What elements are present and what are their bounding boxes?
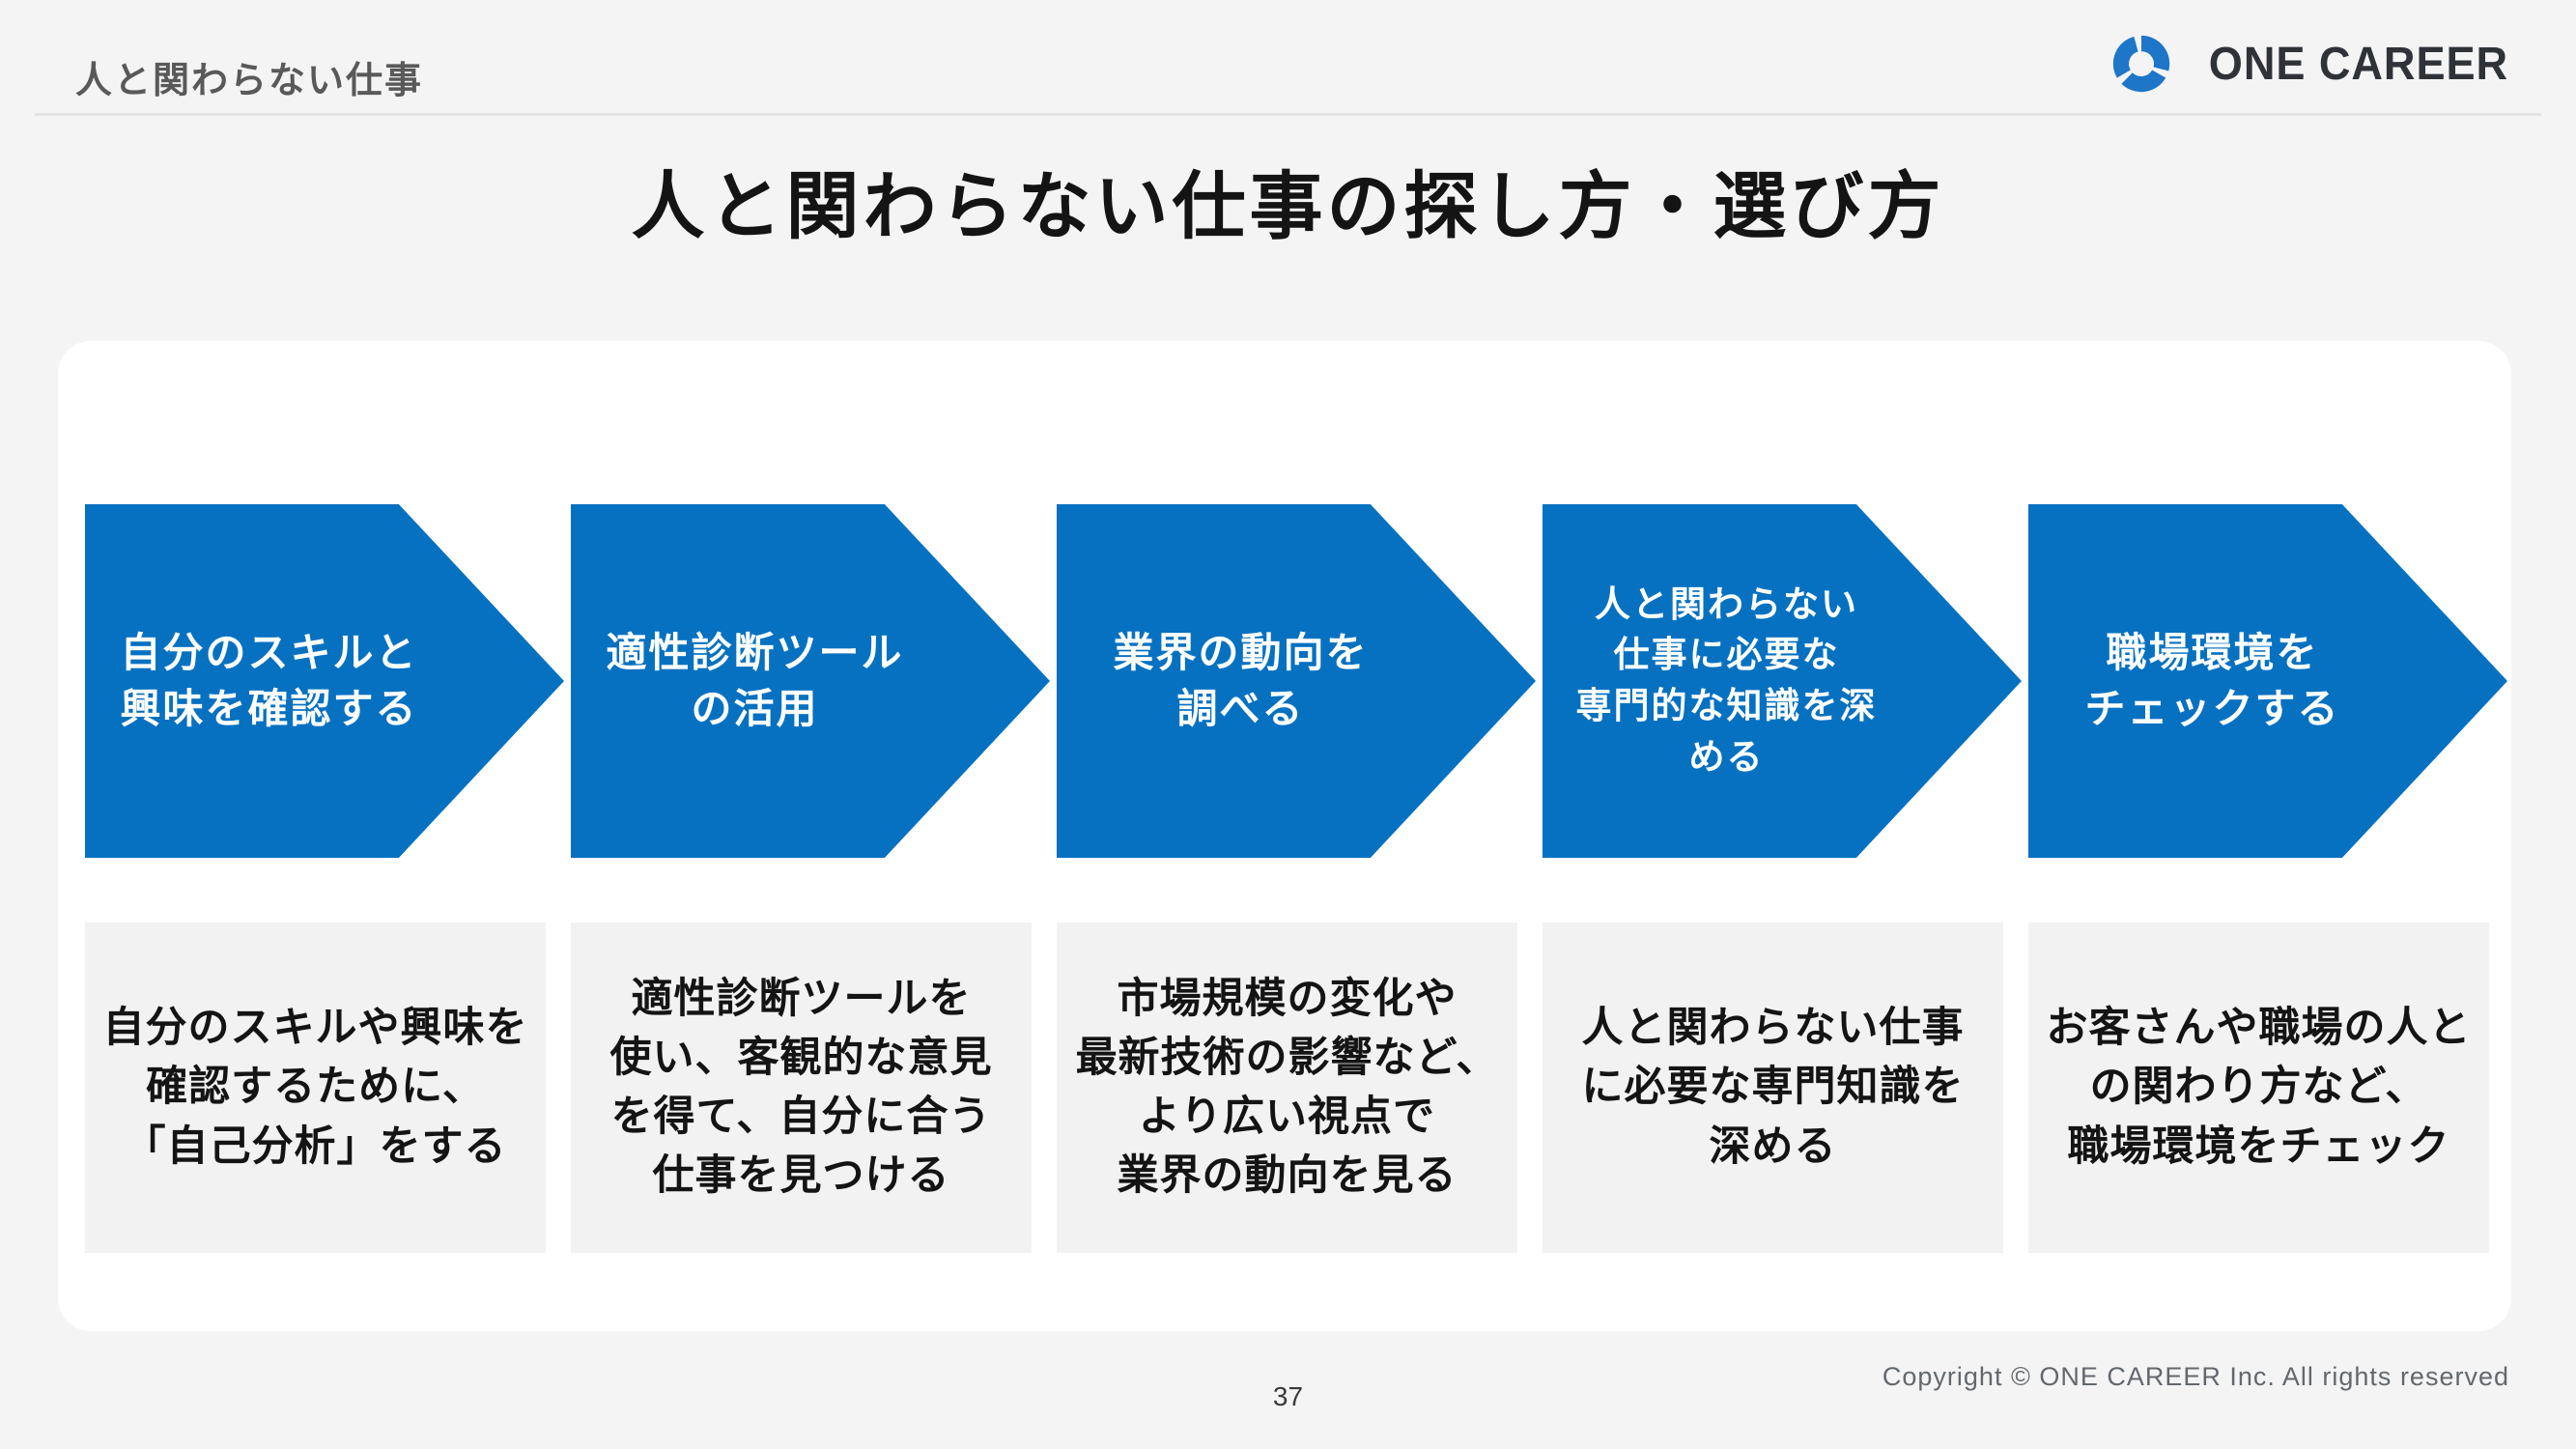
header-divider <box>35 113 2541 116</box>
step-arrow-label: 職場環境を チェックする <box>2084 630 2340 731</box>
step-description-box-4: 人と関わらない仕事 に必要な専門知識を 深める <box>1543 923 2003 1253</box>
step-arrow-label: 業界の動向を 調べる <box>1113 630 1369 731</box>
step-description-box-5: お客さんや職場の人と の関わり方など、 職場環境をチェック <box>2028 923 2489 1253</box>
step-description-text: 適性診断ツールを 使い、客観的な意見 を得て、自分に合う 仕事を見つける <box>609 975 993 1200</box>
step-column-2: 適性診断ツール の活用 適性診断ツールを 使い、客観的な意見 を得て、自分に合う… <box>571 504 1050 1253</box>
step-arrow-label: 自分のスキルと 興味を確認する <box>120 630 418 731</box>
one-career-logo-text: ONE CAREER <box>2208 38 2508 90</box>
one-career-logo-icon <box>2112 35 2170 93</box>
step-arrow-1: 自分のスキルと 興味を確認する <box>85 504 564 858</box>
step-arrow-4: 人と関わらない 仕事に必要な 専門的な知識を深 める <box>1543 504 2022 858</box>
page-number: 37 <box>1272 1381 1304 1411</box>
one-career-logo: ONE CAREER <box>2112 35 2508 93</box>
step-description-text: 人と関わらない仕事 に必要な専門知識を 深める <box>1581 1005 1965 1170</box>
copyright-text: Copyright © ONE CAREER Inc. All rights r… <box>1882 1362 2509 1391</box>
step-description-box-1: 自分のスキルや興味を 確認するために、 「自己分析」をする <box>85 923 546 1253</box>
step-column-4: 人と関わらない 仕事に必要な 専門的な知識を深 める 人と関わらない仕事 に必要… <box>1543 504 2022 1253</box>
header-breadcrumb: 人と関わらない仕事 <box>75 61 424 101</box>
step-column-5: 職場環境を チェックする お客さんや職場の人と の関わり方など、 職場環境をチェ… <box>2028 504 2507 1253</box>
step-description-box-2: 適性診断ツールを 使い、客観的な意見 を得て、自分に合う 仕事を見つける <box>571 923 1032 1253</box>
step-arrow-2: 適性診断ツール の活用 <box>571 504 1050 858</box>
step-arrow-3: 業界の動向を 調べる <box>1057 504 1536 858</box>
step-arrow-5: 職場環境を チェックする <box>2028 504 2507 858</box>
step-description-text: 自分のスキルや興味を 確認するために、 「自己分析」をする <box>102 1005 528 1170</box>
step-description-box-3: 市場規模の変化や 最新技術の影響など、 より広い視点で 業界の動向を見る <box>1057 923 1517 1253</box>
step-description-text: 市場規模の変化や 最新技術の影響など、 より広い視点で 業界の動向を見る <box>1075 975 1499 1200</box>
step-column-1: 自分のスキルと 興味を確認する 自分のスキルや興味を 確認するために、 「自己分… <box>85 504 564 1253</box>
page-title: 人と関わらない仕事の探し方・選び方 <box>631 166 1945 248</box>
process-card: 自分のスキルと 興味を確認する 自分のスキルや興味を 確認するために、 「自己分… <box>58 341 2511 1331</box>
step-description-text: お客さんや職場の人と の関わり方など、 職場環境をチェック <box>2046 1005 2472 1170</box>
step-arrow-label: 人と関わらない 仕事に必要な 専門的な知識を深 める <box>1575 583 1878 777</box>
step-column-3: 業界の動向を 調べる 市場規模の変化や 最新技術の影響など、 より広い視点で 業… <box>1057 504 1536 1253</box>
process-columns: 自分のスキルと 興味を確認する 自分のスキルや興味を 確認するために、 「自己分… <box>85 504 2507 1253</box>
step-arrow-label: 適性診断ツール の活用 <box>606 630 904 731</box>
